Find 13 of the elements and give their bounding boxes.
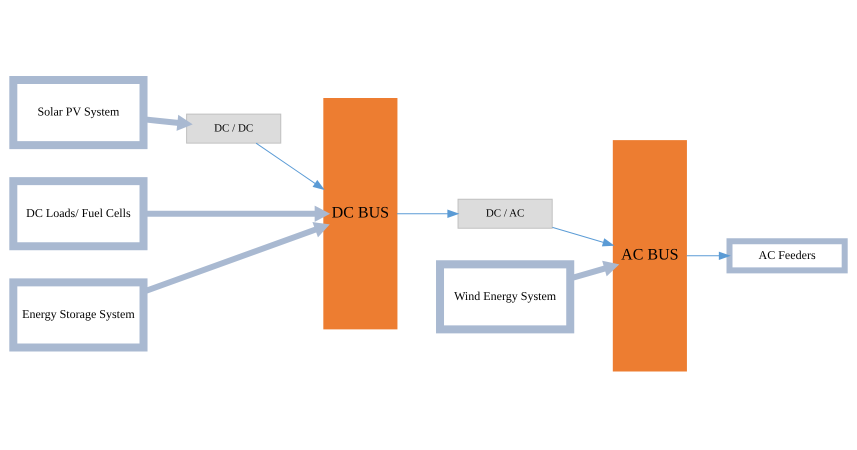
node-box: DC BUS xyxy=(322,98,397,329)
node-box: DC / DC xyxy=(186,113,281,144)
arrow xyxy=(255,142,324,190)
node-box: Wind Energy System xyxy=(436,260,574,333)
arrow xyxy=(686,251,730,260)
node-box: Energy Storage System xyxy=(8,278,148,351)
node-box: Solar PV System xyxy=(8,76,148,149)
node-box: DC / AC xyxy=(457,198,552,228)
arrow xyxy=(551,226,614,246)
node-box: AC BUS xyxy=(612,140,686,371)
node-box: DC Loads/ Fuel Cells xyxy=(8,176,148,250)
node-box: AC Feeders xyxy=(726,238,848,273)
arrow xyxy=(396,209,459,218)
